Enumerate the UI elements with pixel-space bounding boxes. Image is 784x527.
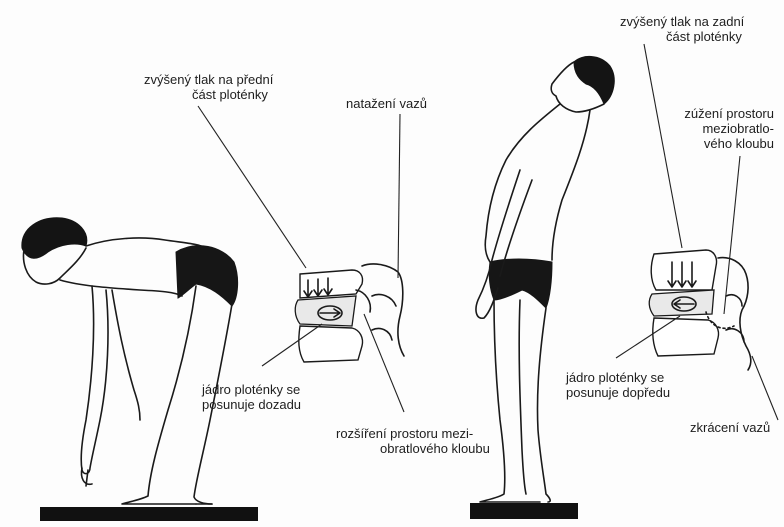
floor-left bbox=[40, 507, 258, 521]
label-joint-narrowing: zúžení prostoru meziobratlo- vého kloubu bbox=[660, 106, 774, 151]
vertebra-lower-right bbox=[653, 318, 719, 356]
disc-left bbox=[295, 296, 356, 326]
spine-detail-flexion bbox=[295, 264, 404, 362]
facet-right bbox=[718, 258, 751, 370]
label-front-pressure: zvýšený tlak na přední část ploténky bbox=[144, 72, 273, 102]
figure-right-leg-back bbox=[537, 308, 550, 502]
figure-left-arm-near bbox=[81, 286, 108, 474]
vertebra-lower-left bbox=[299, 326, 363, 362]
figure-left-shorts bbox=[176, 246, 238, 306]
figure-left-arm-far bbox=[112, 290, 140, 420]
figure-right-back bbox=[552, 110, 590, 260]
figure-right-leg-front bbox=[480, 300, 540, 502]
figure-bending-forward bbox=[22, 218, 238, 504]
label-nucleus-forward: jádro ploténky se posunuje dopředu bbox=[566, 370, 670, 400]
spine-detail-extension bbox=[649, 250, 751, 370]
pointer-lines bbox=[198, 44, 778, 420]
figure-bending-backward bbox=[476, 56, 614, 502]
label-back-pressure: zvýšený tlak na zadní část ploténky bbox=[620, 14, 744, 44]
figure-right-chest bbox=[485, 104, 560, 262]
figure-right-hair bbox=[574, 56, 614, 104]
figure-left-hair bbox=[22, 218, 87, 258]
disc-right bbox=[649, 290, 714, 316]
label-ligament-shortening: zkrácení vazů bbox=[690, 420, 770, 435]
label-ligament-stretch: natažení vazů bbox=[346, 96, 427, 111]
figure-left-chest bbox=[60, 280, 182, 296]
label-joint-widening: rozšíření prostoru mezi- obratlového klo… bbox=[336, 426, 490, 456]
label-nucleus-back: jádro ploténky se posunuje dozadu bbox=[202, 382, 301, 412]
figure-left-front-leg bbox=[122, 286, 196, 504]
figure-left-back bbox=[86, 238, 205, 248]
floor-right bbox=[470, 503, 578, 519]
